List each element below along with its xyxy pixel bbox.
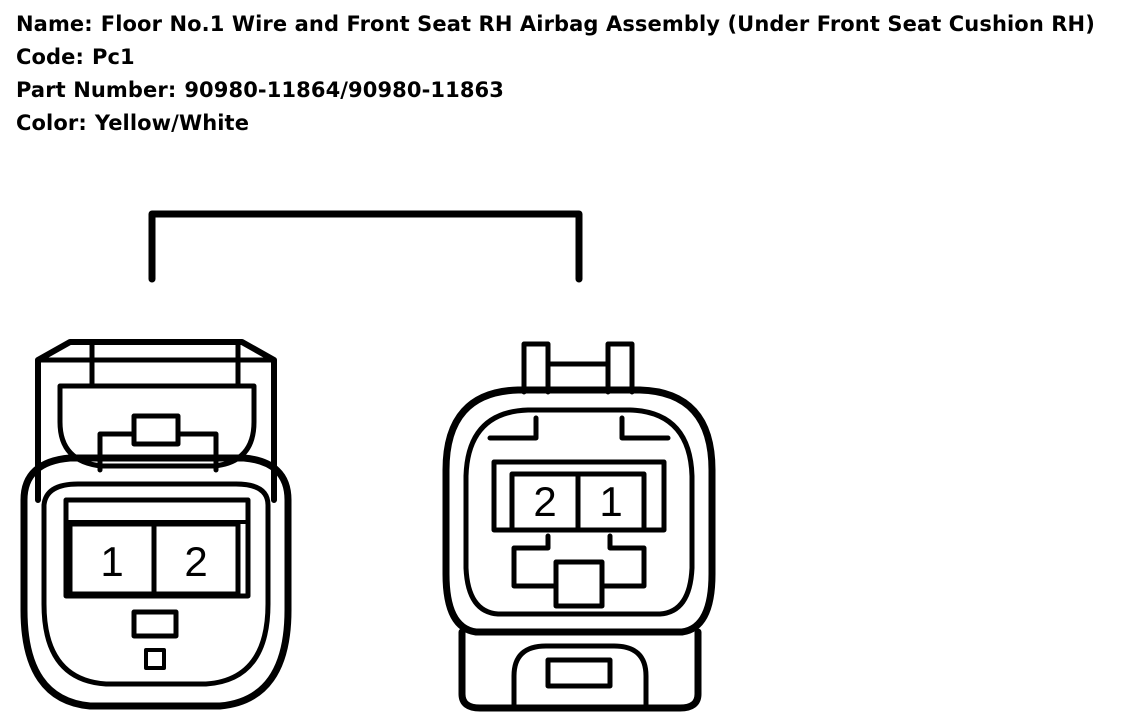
- right-inner-housing: [463, 407, 695, 617]
- color-row: Color: Yellow/White: [16, 107, 1095, 140]
- part-number-label: Part Number:: [16, 78, 177, 102]
- right-lower-notch: [511, 643, 649, 711]
- code-label: Code:: [16, 45, 85, 69]
- left-latch-tab: [131, 413, 181, 447]
- mating-bracket: [148, 210, 583, 283]
- code-value: Pc1: [92, 45, 135, 69]
- part-number-row: Part Number: 90980-11864/90980-11863: [16, 74, 1095, 107]
- name-value: Floor No.1 Wire and Front Seat RH Airbag…: [100, 12, 1095, 36]
- left-latch-bridge: [97, 431, 219, 473]
- left-pin-cell-2: [151, 521, 241, 597]
- right-lower-skirt: [458, 628, 702, 712]
- left-latch-arm: [57, 383, 257, 469]
- right-key-block: [553, 559, 605, 609]
- code-row: Code: Pc1: [16, 41, 1095, 74]
- right-post-left: [521, 341, 551, 395]
- left-cavity-block: [63, 497, 251, 599]
- part-number-value: 90980-11864/90980-11863: [184, 78, 504, 102]
- right-cavity-frame: [491, 459, 667, 533]
- left-latch-housing: [35, 339, 277, 503]
- right-connector: [442, 341, 716, 712]
- left-pin-label-1: 1: [100, 538, 123, 585]
- right-outer-housing: [442, 386, 716, 636]
- color-value: Yellow/White: [94, 111, 250, 135]
- left-inner-housing: [41, 481, 271, 687]
- right-lower-key: [545, 657, 613, 689]
- left-pin-label-2: 2: [184, 538, 207, 585]
- right-pin-label-1: 1: [599, 478, 622, 525]
- right-pin-label-2: 2: [533, 478, 556, 525]
- left-key-upper: [131, 609, 179, 639]
- color-label: Color:: [16, 111, 87, 135]
- connector-info: Name: Floor No.1 Wire and Front Seat RH A…: [16, 8, 1095, 140]
- right-pin-cell-1: [575, 471, 647, 533]
- right-corner-tr: [619, 415, 671, 441]
- left-key-lower: [144, 648, 166, 670]
- left-latch-ribs: [89, 341, 241, 389]
- right-post-right: [605, 341, 635, 395]
- left-connector: [20, 339, 292, 710]
- name-row: Name: Floor No.1 Wire and Front Seat RH A…: [16, 8, 1095, 41]
- left-outer-housing: [20, 454, 292, 710]
- right-corner-tl: [487, 415, 539, 441]
- name-label: Name:: [16, 12, 93, 36]
- right-key-guides: [511, 533, 647, 589]
